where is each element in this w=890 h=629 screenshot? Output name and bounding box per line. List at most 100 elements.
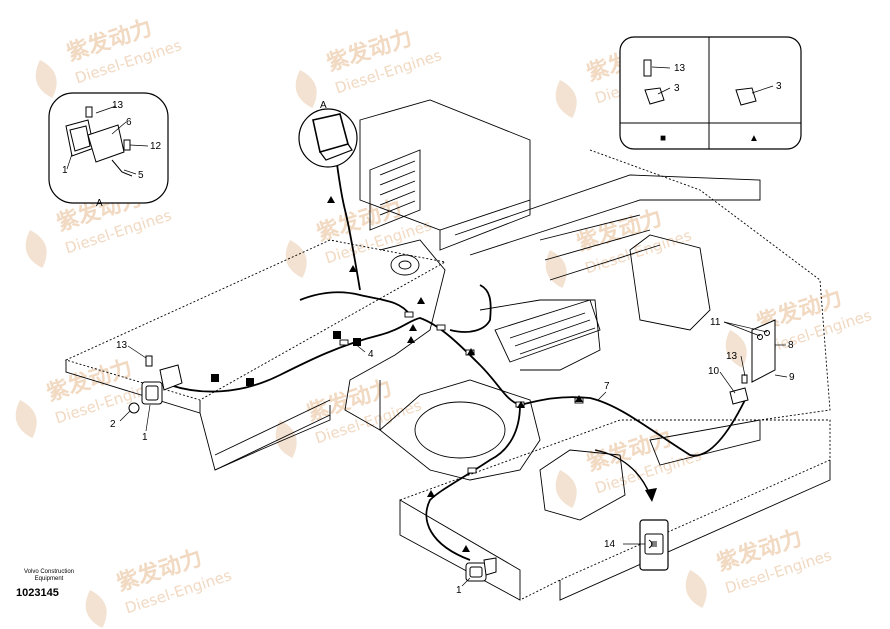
leader-line	[145, 404, 151, 432]
swing-bearing	[414, 401, 506, 459]
leader-line	[123, 169, 137, 175]
triangle-marker	[327, 196, 335, 203]
legend-clip-right	[735, 87, 757, 106]
leader-line	[111, 121, 127, 135]
watermark-tile: 紫发动力 Diesel-Engines	[685, 525, 834, 609]
lamp-bracket	[159, 364, 183, 391]
switch-panel	[594, 449, 669, 571]
callout-5: 5	[138, 170, 144, 181]
callout-3: 3	[776, 81, 782, 92]
callout-7: 7	[604, 381, 610, 392]
right-frame	[649, 419, 761, 466]
leader-line	[657, 87, 671, 95]
square-marker	[246, 378, 254, 386]
company-name: Volvo Construction Equipment	[23, 569, 75, 582]
right-deck-rail	[539, 214, 661, 281]
leader-line	[723, 321, 768, 333]
left-deck-outline	[64, 239, 447, 401]
right-deck-outline	[589, 149, 831, 421]
leader-line	[719, 371, 736, 394]
detail-a-bubble: A	[298, 100, 358, 168]
triangle-marker	[417, 297, 425, 304]
callout-13: 13	[726, 351, 738, 362]
detail-a-caption: A	[96, 198, 103, 209]
harness-riser	[334, 149, 361, 291]
bolt-13	[85, 106, 93, 118]
callout-14: 14	[604, 539, 616, 550]
lamp-lens	[145, 385, 159, 401]
triangle-marker	[467, 348, 475, 355]
rear-work-lamp	[465, 557, 497, 582]
callout-13: 13	[116, 340, 128, 351]
lamp-lens	[469, 566, 483, 578]
harness-upper	[299, 291, 411, 316]
detail-a-label: A	[320, 100, 327, 111]
grille-lines	[379, 160, 416, 216]
leader-line	[129, 144, 149, 147]
detail-a-enlarged: A	[48, 92, 169, 209]
rear-floor-outline	[399, 419, 831, 601]
lamp-bracket	[483, 557, 497, 576]
legend-square-symbol: ■	[660, 133, 666, 144]
lamp-screw	[145, 355, 153, 367]
watermark-tile: 紫发动力 Diesel-Engines	[35, 15, 184, 99]
boom-mount-right	[479, 299, 601, 371]
bracket-clamp	[729, 387, 749, 405]
callouts: 13 6 12 5 1 13 3 3 13 2 1 4 7 11 8 13 10…	[62, 63, 795, 596]
legend-clip-left	[644, 87, 665, 105]
boom-pin	[390, 254, 420, 276]
lamp-bulb	[128, 402, 140, 414]
leader-lines	[66, 66, 788, 587]
boom-pin-inner	[398, 260, 412, 270]
bracket-screw	[741, 374, 748, 384]
legend-box: ■ ▲	[619, 36, 802, 150]
rear-floor-front	[399, 499, 521, 601]
leader-line	[66, 153, 73, 170]
callout-1: 1	[456, 585, 462, 596]
center-frame	[379, 379, 541, 481]
wire-5	[111, 159, 133, 177]
right-deck-body	[629, 234, 711, 331]
callout-1: 1	[62, 165, 68, 176]
connector	[467, 467, 477, 474]
triangle-marker	[575, 395, 583, 402]
leader-line	[751, 85, 774, 94]
switch-arrowhead	[645, 488, 657, 502]
watermark-tile: 紫发动力 Diesel-Engines	[85, 545, 234, 629]
harness-branch-top	[449, 284, 492, 333]
callout-2: 2	[110, 419, 116, 430]
callout-4: 4	[368, 349, 374, 360]
left-work-lamp	[128, 355, 183, 414]
leader-line	[95, 105, 117, 114]
callout-8: 8	[788, 340, 794, 351]
legend-frame	[619, 36, 802, 150]
callout-12: 12	[150, 141, 162, 152]
legend-triangle-symbol: ▲	[749, 133, 759, 144]
lamp-face	[69, 125, 91, 152]
lamp-symbol-icon	[648, 539, 657, 549]
square-marker	[333, 331, 341, 339]
cab-panel	[369, 149, 421, 231]
triangle-marker	[409, 324, 417, 331]
watermark-tile: 紫发动力 Diesel-Engines	[295, 25, 444, 109]
wiring-harness	[169, 149, 746, 561]
watermark-tile: 紫发动力 Diesel-Engines	[545, 205, 694, 289]
switch-arrow	[594, 449, 651, 496]
callout-13: 13	[674, 63, 686, 74]
leader-line	[119, 410, 131, 422]
watermark-tile: 紫发动力 Diesel-Engines	[555, 425, 704, 509]
square-marker	[353, 338, 361, 346]
connector	[404, 311, 414, 318]
square-markers	[211, 331, 361, 386]
callout-6: 6	[126, 117, 132, 128]
leader-line	[353, 342, 366, 353]
triangle-marker	[427, 490, 435, 497]
leader-line	[651, 66, 671, 69]
leader-line	[127, 345, 147, 359]
bolt-12	[123, 139, 131, 151]
tank	[539, 449, 626, 521]
right-deck-top	[454, 174, 761, 256]
cylinder-ribs	[509, 312, 596, 355]
callout-13: 13	[112, 100, 124, 111]
